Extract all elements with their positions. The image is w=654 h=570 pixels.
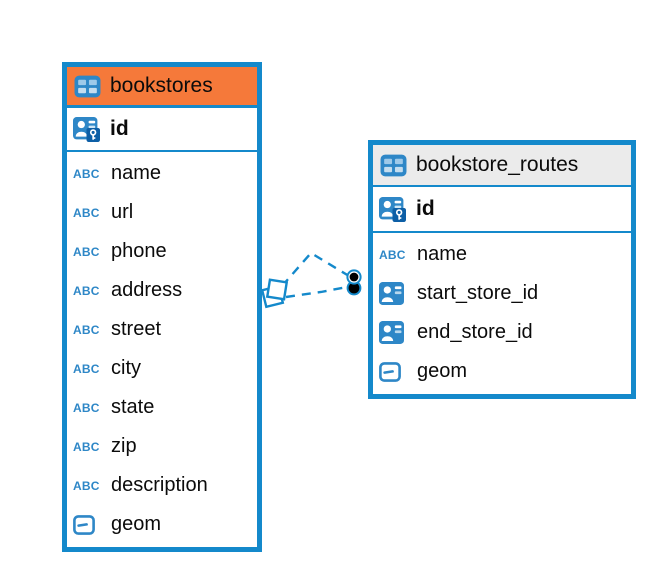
table-bookstore-routes[interactable]: bookstore_routes id ABC name start_store… xyxy=(368,140,636,399)
column-row-geom[interactable]: geom xyxy=(67,505,257,544)
table-title: bookstores xyxy=(110,74,213,97)
text-type-icon: ABC xyxy=(73,478,100,493)
column-row-id[interactable]: id xyxy=(67,108,257,152)
column-row-street[interactable]: ABC street xyxy=(67,310,257,349)
column-label: name xyxy=(111,162,162,184)
column-row-description[interactable]: ABC description xyxy=(67,466,257,505)
column-label: start_store_id xyxy=(417,282,539,304)
text-type-icon: ABC xyxy=(73,400,100,415)
column-row-start-store-id[interactable]: start_store_id xyxy=(373,274,631,313)
column-label: id xyxy=(110,117,129,140)
text-type-icon: ABC xyxy=(73,439,100,454)
column-row-state[interactable]: ABC state xyxy=(67,388,257,427)
relationship-dot-marker-1[interactable] xyxy=(346,269,362,285)
column-row-address[interactable]: ABC address xyxy=(67,271,257,310)
column-row-phone[interactable]: ABC phone xyxy=(67,232,257,271)
table-bookstores-header[interactable]: bookstores xyxy=(67,67,257,108)
column-label: street xyxy=(111,318,162,340)
text-type-icon: ABC xyxy=(73,244,100,259)
column-label: url xyxy=(111,201,134,223)
text-type-icon: ABC xyxy=(73,166,100,181)
column-row-name[interactable]: ABC name xyxy=(373,235,631,274)
column-label: geom xyxy=(111,513,162,535)
column-label: id xyxy=(416,197,435,220)
text-type-icon: ABC xyxy=(73,283,100,298)
column-row-name[interactable]: ABC name xyxy=(67,154,257,193)
table-bookstores[interactable]: bookstores id ABC name ABC url ABC phone… xyxy=(62,62,262,552)
column-row-zip[interactable]: ABC zip xyxy=(67,427,257,466)
column-row-city[interactable]: ABC city xyxy=(67,349,257,388)
column-row-url[interactable]: ABC url xyxy=(67,193,257,232)
relationship-diamond-marker-1[interactable] xyxy=(265,278,289,301)
text-type-icon: ABC xyxy=(379,247,406,262)
column-label: phone xyxy=(111,240,167,262)
column-row-geom[interactable]: geom xyxy=(373,352,631,391)
column-row-id[interactable]: id xyxy=(373,187,631,233)
column-label: city xyxy=(111,357,141,379)
text-type-icon: ABC xyxy=(73,322,100,337)
relationship-line-1[interactable] xyxy=(281,251,350,287)
table-title: bookstore_routes xyxy=(416,153,579,176)
column-label: state xyxy=(111,396,155,418)
text-type-icon: ABC xyxy=(73,205,100,220)
column-list: ABC name ABC url ABC phone ABC address A… xyxy=(67,152,257,547)
column-label: description xyxy=(111,474,208,496)
column-label: zip xyxy=(111,435,137,457)
relationship-line-2[interactable] xyxy=(285,285,348,299)
column-label: name xyxy=(417,243,468,265)
text-type-icon: ABC xyxy=(73,361,100,376)
table-bookstore-routes-header[interactable]: bookstore_routes xyxy=(373,145,631,187)
column-label: geom xyxy=(417,360,468,382)
column-label: end_store_id xyxy=(417,321,533,343)
column-label: address xyxy=(111,279,183,301)
column-list: ABC name start_store_id end_store_id geo… xyxy=(373,233,631,394)
column-row-end-store-id[interactable]: end_store_id xyxy=(373,313,631,352)
